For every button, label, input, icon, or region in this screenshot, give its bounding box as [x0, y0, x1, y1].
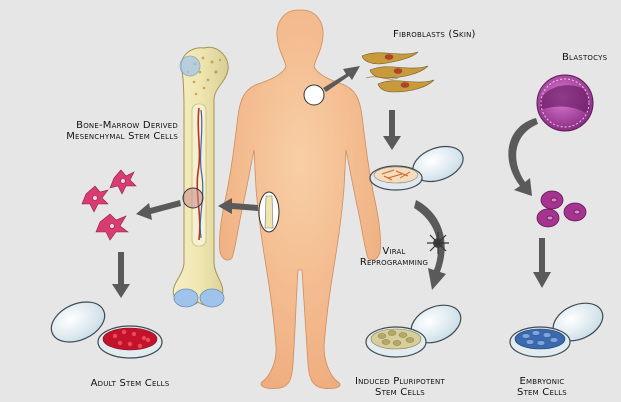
ipsc-label-line2: Stem Cells [340, 387, 460, 398]
blastocyst-label: Blastocys [562, 52, 607, 63]
embryonic-label-line1: Embryonic [500, 376, 584, 387]
viral-label-line1: Viral [356, 246, 432, 257]
thigh-bone-inset [259, 192, 279, 232]
adult-stem-cells-label: Adult Stem Cells [60, 378, 200, 389]
embryonic-stem-cells-label: Embryonic Stem Cells [500, 376, 584, 398]
ipsc-label: Induced Pluripotent Stem Cells [340, 376, 460, 398]
viral-label-line2: Reprogramming [356, 257, 432, 268]
ipsc-label-line1: Induced Pluripotent [340, 376, 460, 387]
skin-biopsy-site [304, 85, 324, 105]
bone-marrow-msc-label: Bone-Marrow Derived Mesenchymal Stem Cel… [16, 120, 178, 142]
fibroblasts-label: Fibroblasts (Skin) [393, 29, 476, 40]
bone-marrow-label-line1: Bone-Marrow Derived [16, 120, 178, 131]
embryonic-label-line2: Stem Cells [500, 387, 584, 398]
bone-marrow-label-line2: Mesenchymal Stem Cells [16, 131, 178, 142]
viral-reprogramming-label: Viral Reprogramming [356, 246, 432, 268]
blastocyst [537, 75, 593, 131]
